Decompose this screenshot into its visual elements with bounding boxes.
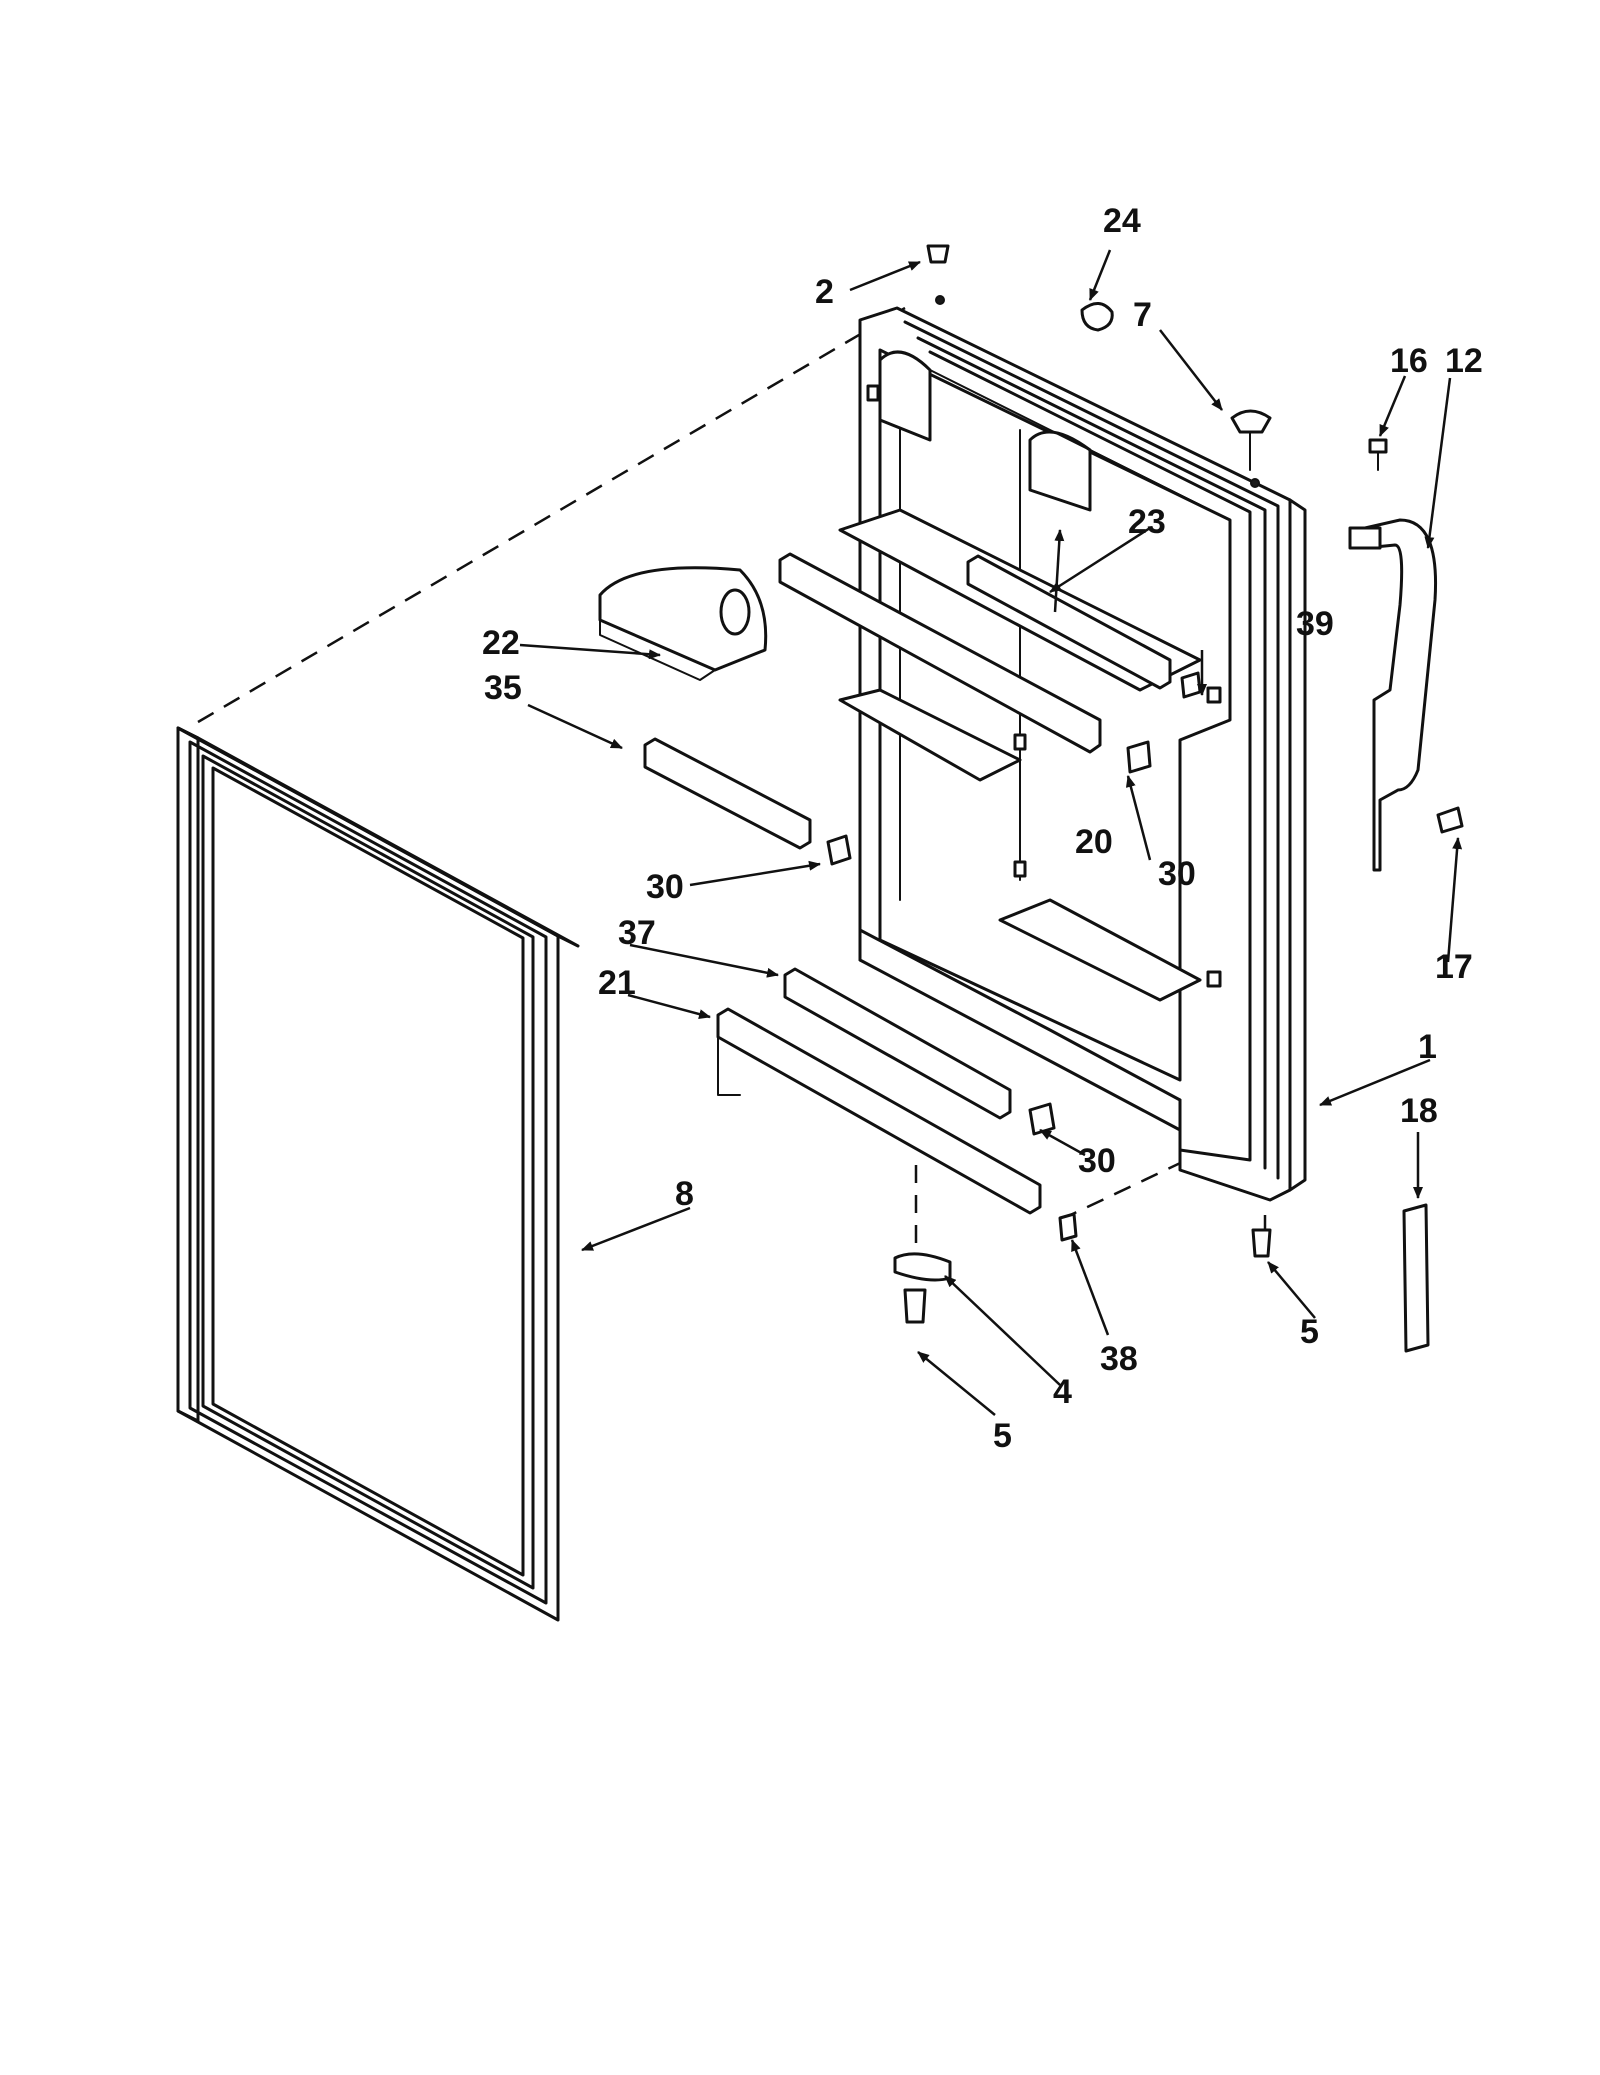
callout-7: 7 [1133,296,1152,334]
leader-arrows [519,249,1463,1416]
door-rails [643,552,1172,1215]
callout-30-right: 30 [1158,855,1196,893]
plug-2 [926,244,950,264]
door-gasket [176,726,580,1622]
callout-21: 21 [598,964,636,1002]
shelf-rail-37 [783,967,1012,1120]
callout-1: 1 [1418,1028,1437,1066]
callout-37: 37 [618,914,656,952]
callout-17: 17 [1435,948,1473,986]
clip-30-left [826,834,852,866]
plug-7 [1230,409,1272,434]
clip-38 [1058,1212,1078,1242]
hinge-4 [893,1252,952,1282]
door-handle [1348,518,1438,872]
clip-30-bottom [1028,1102,1056,1136]
alignment-lines [197,306,1267,1260]
trim-18 [1402,1203,1430,1353]
callout-38: 38 [1100,1340,1138,1378]
callout-5-bottom: 5 [993,1417,1012,1455]
callout-16: 16 [1390,342,1428,380]
callout-23: 23 [1128,503,1166,541]
callout-4: 4 [1053,1373,1072,1411]
shelf-rail-23 [966,554,1172,690]
screw-17 [1436,806,1464,834]
callout-2: 2 [815,273,834,311]
callout-18: 18 [1400,1092,1438,1130]
callout-5-right: 5 [1300,1313,1319,1351]
screw-5-bottom [903,1288,927,1324]
screw-16 [1368,438,1388,454]
callout-20: 20 [1075,823,1113,861]
callout-labels: 2 24 7 16 12 23 39 22 35 20 30 30 17 37 … [482,202,1483,1455]
shelf-rail-20 [778,552,1102,754]
bin-cover-22 [598,566,768,681]
callout-39: 39 [1296,605,1334,643]
callout-30-bottom: 30 [1078,1142,1116,1180]
callout-22: 22 [482,624,520,662]
callout-12: 12 [1445,342,1483,380]
screw-5-right [1251,1228,1272,1258]
hardware [893,244,1464,1324]
callout-30-left: 30 [646,868,684,906]
shelf-rail-35 [643,737,812,850]
bushing-24 [1080,302,1114,332]
clip-39 [1180,671,1202,699]
callout-8: 8 [675,1175,694,1213]
callout-35: 35 [484,669,522,707]
clip-30-right [1126,740,1152,774]
callout-24: 24 [1103,202,1141,240]
door-assembly [838,295,1307,1202]
